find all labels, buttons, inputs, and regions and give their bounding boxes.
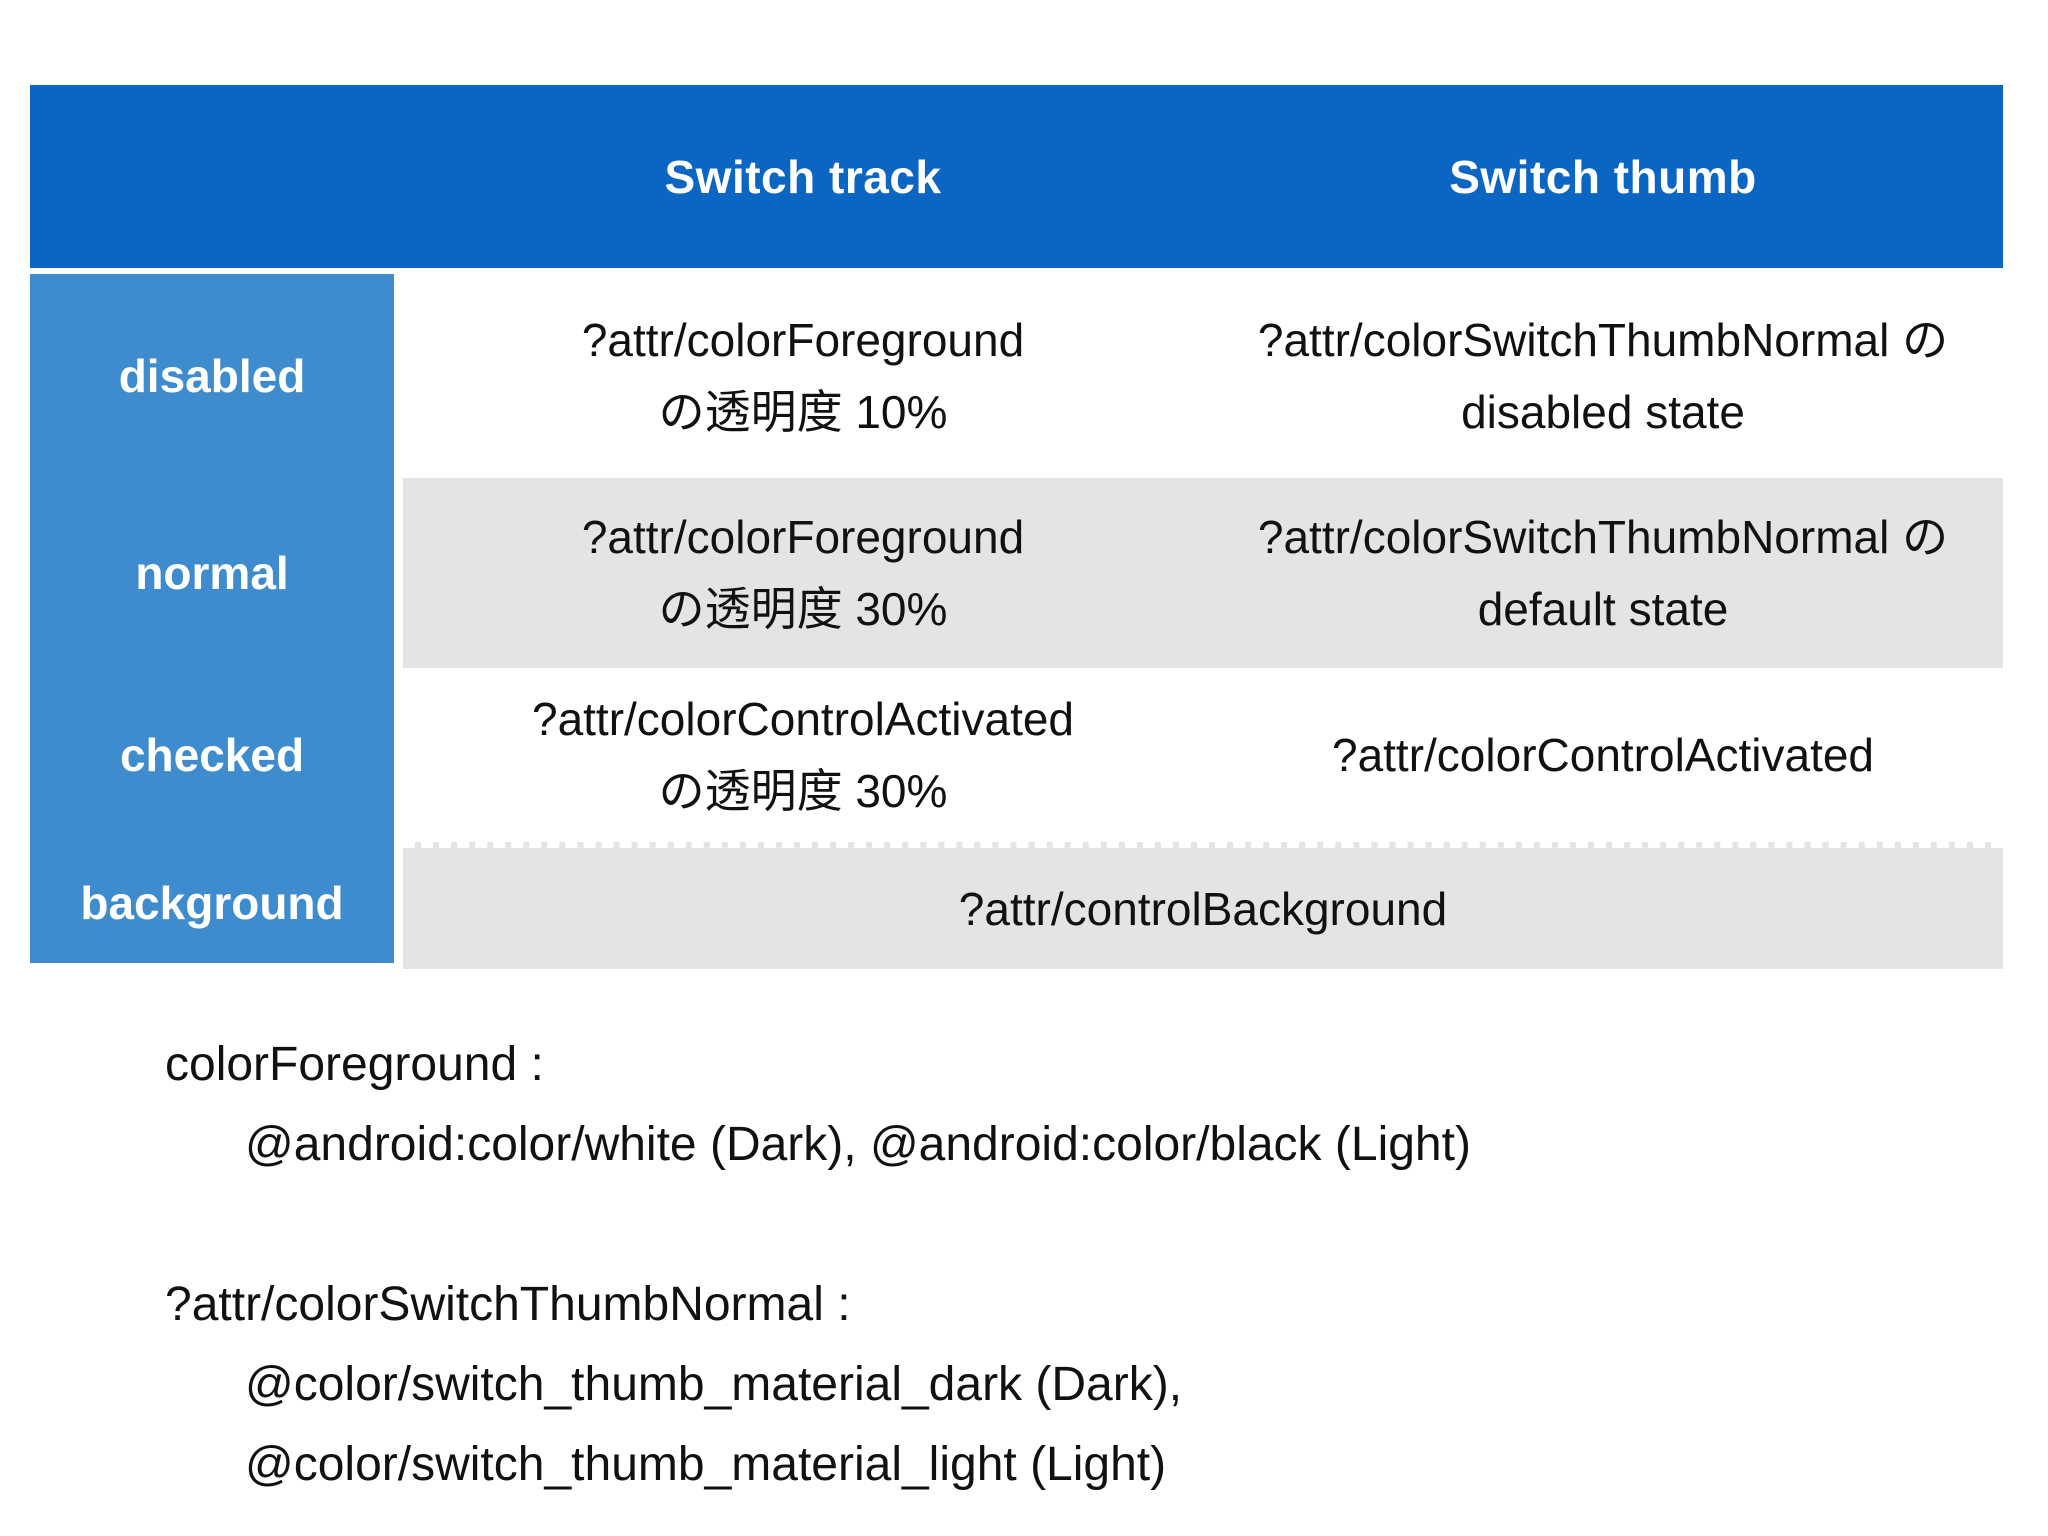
- cell-disabled-thumb: ?attr/colorSwitchThumbNormal の disabled …: [1203, 274, 2003, 478]
- cell-text-line: disabled state: [1461, 386, 1745, 438]
- column-gap: [394, 478, 403, 668]
- header-cell-switch-thumb: Switch thumb: [1449, 150, 1757, 203]
- row-label-background: background: [30, 842, 394, 963]
- cell-text-line: ?attr/colorForeground: [581, 511, 1025, 563]
- note-value-line: @android:color/white (Dark), @android:co…: [245, 1118, 1471, 1171]
- cell-text-line: の透明度 10%: [658, 386, 948, 438]
- cell-normal-track: ?attr/colorForeground の透明度 30%: [403, 478, 1203, 668]
- cell-text-line: の透明度 30%: [658, 583, 948, 635]
- column-gap: [394, 842, 403, 963]
- note-value-line: @color/switch_thumb_material_light (Ligh…: [245, 1438, 1167, 1491]
- cell-text-line: の透明度 30%: [658, 765, 948, 817]
- note-colorforeground: colorForeground : @android:color/white (…: [165, 1025, 1471, 1185]
- cell-text-line: ?attr/colorSwitchThumbNormal の: [1257, 511, 1949, 563]
- note-term: ?attr/colorSwitchThumbNormal :: [165, 1278, 851, 1331]
- cell-text-line: ?attr/colorSwitchThumbNormal の: [1257, 314, 1949, 366]
- note-colorswitchthumbnormal: ?attr/colorSwitchThumbNormal : @color/sw…: [165, 1265, 1471, 1505]
- note-term: colorForeground :: [165, 1038, 544, 1091]
- switch-style-table: Switch track Switch thumb disabled ?attr…: [30, 85, 2003, 969]
- header-corner-spacer: [30, 85, 403, 268]
- row-label-disabled: disabled: [30, 274, 394, 478]
- cell-text-line: default state: [1477, 583, 1729, 635]
- cell-text-line: ?attr/colorForeground: [581, 314, 1025, 366]
- cell-normal-thumb: ?attr/colorSwitchThumbNormal の default s…: [1203, 478, 2003, 668]
- cell-text-line: ?attr/colorControlActivated: [1331, 729, 1875, 781]
- note-value-line: @color/switch_thumb_material_dark (Dark)…: [245, 1358, 1183, 1411]
- row-label-normal: normal: [30, 478, 394, 668]
- table-header-row: Switch track Switch thumb: [30, 85, 2003, 268]
- cell-checked-thumb: ?attr/colorControlActivated: [1203, 668, 2003, 842]
- cell-text-line: ?attr/colorControlActivated: [531, 693, 1075, 745]
- header-cell-switch-track: Switch track: [664, 150, 942, 203]
- column-gap: [394, 668, 403, 842]
- attribute-notes: colorForeground : @android:color/white (…: [165, 1025, 1471, 1505]
- cell-background-span: ?attr/controlBackground: [403, 842, 2003, 969]
- table-body: disabled ?attr/colorForeground の透明度 10% …: [30, 274, 2003, 969]
- column-gap: [394, 274, 403, 478]
- cell-text-line: ?attr/controlBackground: [958, 882, 1448, 935]
- row-label-checked: checked: [30, 668, 394, 842]
- cell-disabled-track: ?attr/colorForeground の透明度 10%: [403, 274, 1203, 478]
- cell-checked-track: ?attr/colorControlActivated の透明度 30%: [403, 668, 1203, 842]
